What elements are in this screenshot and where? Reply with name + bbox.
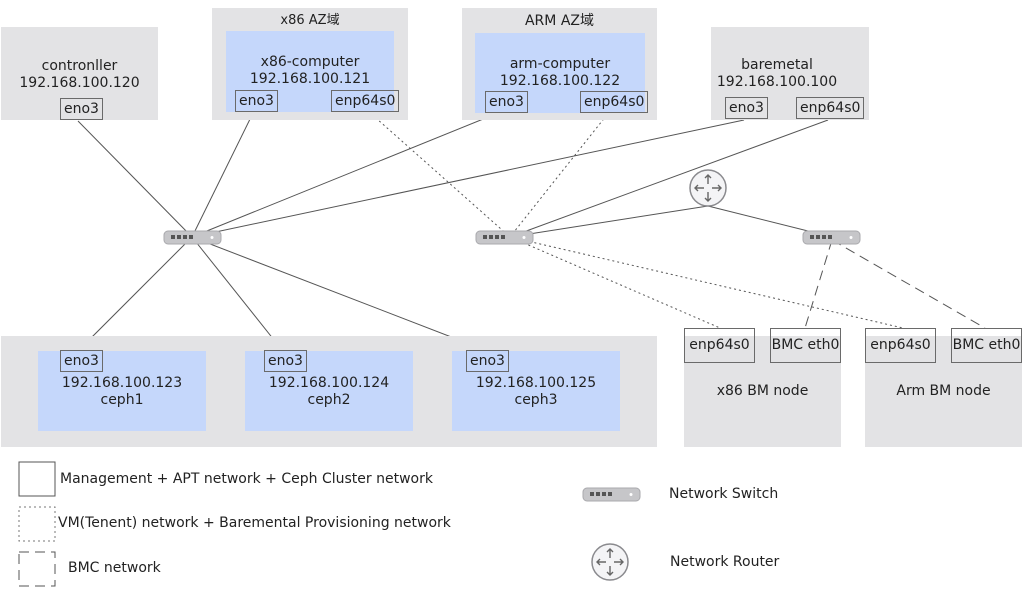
controller-name: contronller — [41, 58, 118, 74]
arm-computer-name: arm-computer — [509, 56, 611, 72]
dotted-switch2-x86bm — [509, 236, 721, 329]
arm-bm-port-enp64s0: enp64s0 — [865, 328, 936, 363]
network-switch-icon — [163, 230, 222, 245]
legend-dashed-label: BMC network — [68, 560, 161, 576]
baremetal-node — [711, 27, 869, 120]
link-x86-switch1 — [191, 110, 255, 238]
ceph1-ip: 192.168.100.123 — [61, 375, 183, 391]
baremetal-ip: 192.168.100.100 — [716, 74, 838, 90]
link-switch1-ceph1 — [78, 236, 193, 351]
link-controller-switch1 — [77, 120, 193, 238]
network-switch-icon — [582, 487, 641, 502]
x86-bm-node — [684, 336, 841, 447]
network-switch-icon — [475, 230, 534, 245]
link-switch1-ceph3 — [191, 236, 486, 351]
ceph2-port-eno3: eno3 — [264, 350, 307, 372]
x86-bm-port-bmc: BMC eth0 — [770, 328, 841, 363]
x86-port-eno3: eno3 — [235, 90, 278, 112]
link-switch2-router — [509, 205, 709, 238]
dashed-switch3-armbmc — [831, 239, 986, 329]
dotted-arm-switch2 — [509, 110, 611, 238]
arm-port-enp64s0: enp64s0 — [580, 91, 649, 113]
legend-dotted-label: VM(Tenent) network + Baremental Provisio… — [58, 515, 451, 531]
arm-bm-port-bmc: BMC eth0 — [951, 328, 1022, 363]
legend-switch-label: Network Switch — [669, 486, 779, 502]
arm-port-eno3: eno3 — [485, 91, 528, 113]
link-switch1-ceph2 — [191, 236, 283, 351]
arm-bm-node — [865, 336, 1022, 447]
network-router-icon — [591, 543, 629, 581]
controller-node — [1, 27, 158, 120]
ceph2-ip: 192.168.100.124 — [268, 375, 390, 391]
ceph3-name: ceph3 — [514, 392, 558, 408]
controller-ip: 192.168.100.120 — [19, 75, 140, 91]
link-arm-switch1 — [191, 110, 504, 238]
arm-computer-node — [475, 33, 645, 113]
network-switch-icon — [802, 230, 861, 245]
legend-dashed-sample — [18, 551, 56, 587]
dotted-switch2-armbm — [509, 236, 904, 329]
legend-dotted-sample — [18, 506, 56, 542]
dashed-links — [804, 239, 986, 329]
ceph1-name: ceph1 — [100, 392, 144, 408]
x86-az-label: x86 AZ域 — [280, 13, 340, 28]
x86-computer-ip: 192.168.100.121 — [249, 71, 371, 87]
legend-solid-label: Management + APT network + Ceph Cluster … — [60, 471, 433, 487]
arm-az-label: ARM AZ域 — [524, 13, 594, 29]
controller-port-eno3: eno3 — [60, 98, 103, 120]
ceph3-port-eno3: eno3 — [466, 350, 509, 372]
ceph3-node — [452, 351, 620, 431]
dotted-links — [367, 110, 904, 329]
ceph1-port-eno3: eno3 — [60, 350, 103, 372]
ceph2-name: ceph2 — [307, 392, 351, 408]
baremetal-name: baremetal — [741, 57, 813, 73]
x86-computer-node — [226, 31, 394, 112]
network-router-icon — [689, 169, 727, 207]
arm-bm-name: Arm BM node — [896, 383, 991, 399]
legend-solid-sample — [18, 461, 56, 497]
solid-links — [77, 110, 833, 351]
x86-bm-port-enp64s0: enp64s0 — [684, 328, 755, 363]
dotted-x86-switch2 — [367, 110, 511, 238]
legend-router-label: Network Router — [670, 554, 780, 570]
link-baremetal-enp-switch2 — [509, 119, 829, 238]
x86-port-enp64s0: enp64s0 — [331, 90, 400, 112]
x86-computer-name: x86-computer — [260, 54, 360, 70]
ceph1-node — [38, 351, 206, 431]
ceph3-ip: 192.168.100.125 — [475, 375, 597, 391]
arm-computer-ip: 192.168.100.122 — [499, 73, 621, 89]
x86-bm-name: x86 BM node — [716, 383, 809, 399]
dashed-switch3-x86bmc — [804, 239, 833, 329]
link-baremetal-switch1 — [191, 119, 745, 238]
baremetal-port-enp64s0: enp64s0 — [796, 97, 865, 119]
baremetal-port-eno3: eno3 — [725, 97, 768, 119]
ceph2-node — [245, 351, 413, 431]
